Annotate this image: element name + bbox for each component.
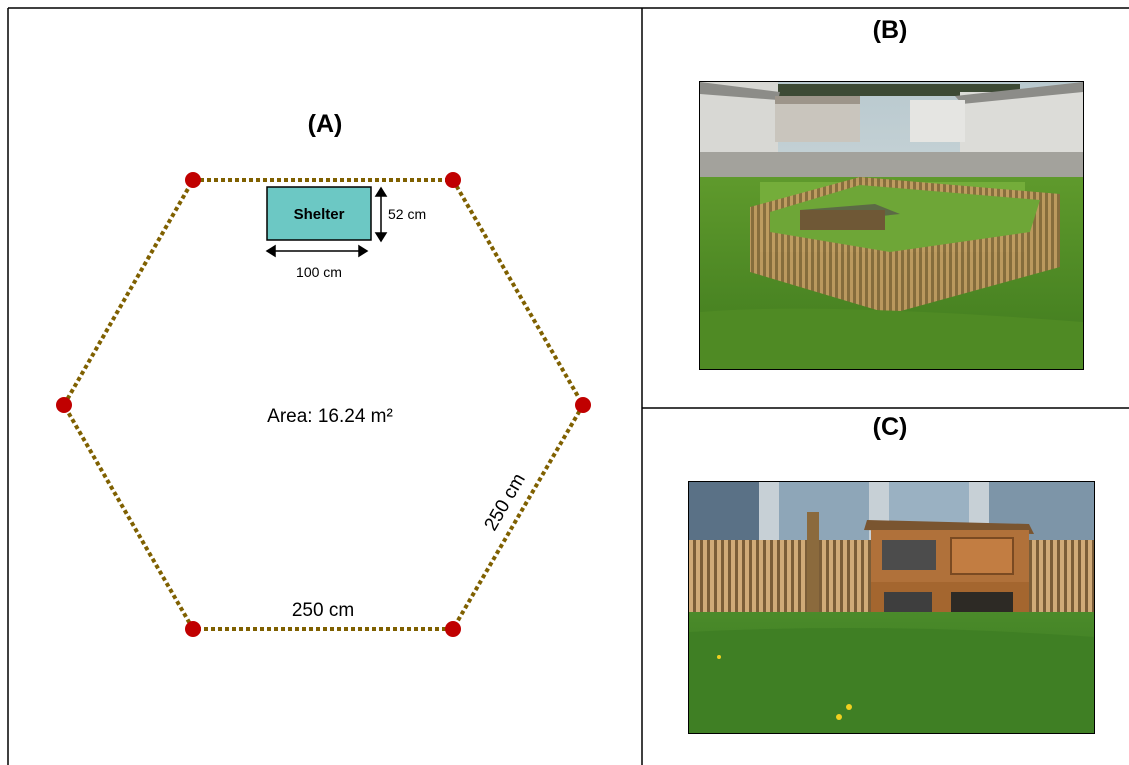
enclosure-diagram: Shelter 52 cm 100 cm Area: 16.24 m² 250 … — [56, 172, 591, 637]
vertex-left — [56, 397, 72, 413]
hexagon-edges — [62, 178, 585, 631]
edge-upper-right — [451, 178, 585, 407]
shelter-height-arrow — [374, 186, 388, 243]
enclosure-photo-illustration — [700, 82, 1083, 369]
vertex-top-left — [185, 172, 201, 188]
shelter-box — [266, 186, 372, 241]
edge-upper-left — [62, 179, 195, 406]
edge-lower-right — [451, 403, 585, 631]
panel-b-label: (B) — [872, 16, 908, 44]
panel-a-label: (A) — [307, 110, 343, 138]
vertex-top-right — [445, 172, 461, 188]
shelter-width-arrow — [265, 244, 369, 258]
enclosure-photo — [699, 81, 1084, 370]
shelter-photo — [688, 481, 1095, 734]
side-length-label-diagonal: 250 cm — [481, 470, 530, 534]
vertex-bottom-left — [185, 621, 201, 637]
shelter-width-label: 100 cm — [296, 264, 342, 280]
edge-lower-left — [62, 404, 195, 630]
hexagon-vertices — [56, 172, 591, 637]
side-length-label-bottom: 250 cm — [292, 600, 354, 621]
shelter-height-label: 52 cm — [388, 206, 426, 222]
vertex-right — [575, 397, 591, 413]
panel-c-label: (C) — [872, 413, 908, 441]
area-label: Area: 16.24 m² — [267, 406, 393, 427]
shelter-photo-illustration — [689, 482, 1094, 733]
vertex-bottom-right — [445, 621, 461, 637]
shelter-label: Shelter — [294, 206, 345, 223]
